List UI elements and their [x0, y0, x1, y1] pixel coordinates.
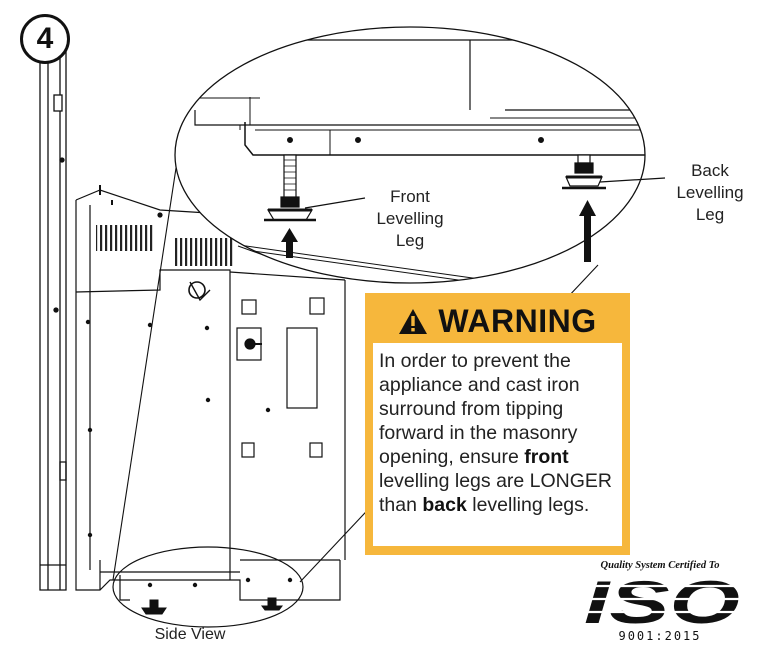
svg-text:ISO: ISO — [584, 573, 740, 629]
step-number-badge: 4 — [20, 14, 70, 64]
warning-header: WARNING — [365, 299, 630, 343]
iso-certification-logo: Quality System Certified To ISO 9001:201… — [560, 560, 770, 643]
side-view-highlight-ellipse — [112, 546, 304, 628]
front-leg-arrow — [281, 228, 298, 258]
back-levelling-leg-label: Back Levelling Leg — [676, 161, 744, 224]
warning-triangle-icon — [399, 308, 428, 334]
warning-box: WARNING In order to prevent the applianc… — [365, 293, 630, 555]
appliance-body — [75, 185, 346, 601]
warning-body-text: levelling legs. — [466, 494, 590, 516]
warning-body-text: levelling legs are LONGER than — [379, 470, 613, 516]
warning-title: WARNING — [438, 302, 597, 339]
side-view-caption: Side View — [154, 626, 226, 643]
back-levelling-leg — [562, 154, 606, 190]
warning-body-text: In order to prevent the appliance and ca… — [379, 350, 580, 468]
surround-side-panel — [39, 41, 67, 591]
callout-leader-lines — [304, 177, 666, 209]
front-levelling-leg — [264, 154, 316, 222]
warning-emphasis-front: front — [524, 446, 569, 468]
front-levelling-leg-label: Front Levelling Leg — [376, 187, 444, 250]
base-levelling-legs — [141, 597, 283, 615]
warning-emphasis-back: back — [422, 494, 467, 516]
iso-caption: Quality System Certified To — [600, 560, 720, 571]
iso-standard: 9001:2015 — [618, 629, 702, 643]
iso-mark: ISO — [577, 573, 750, 629]
back-leg-arrow — [579, 200, 596, 262]
warning-body: In order to prevent the appliance and ca… — [373, 343, 622, 546]
